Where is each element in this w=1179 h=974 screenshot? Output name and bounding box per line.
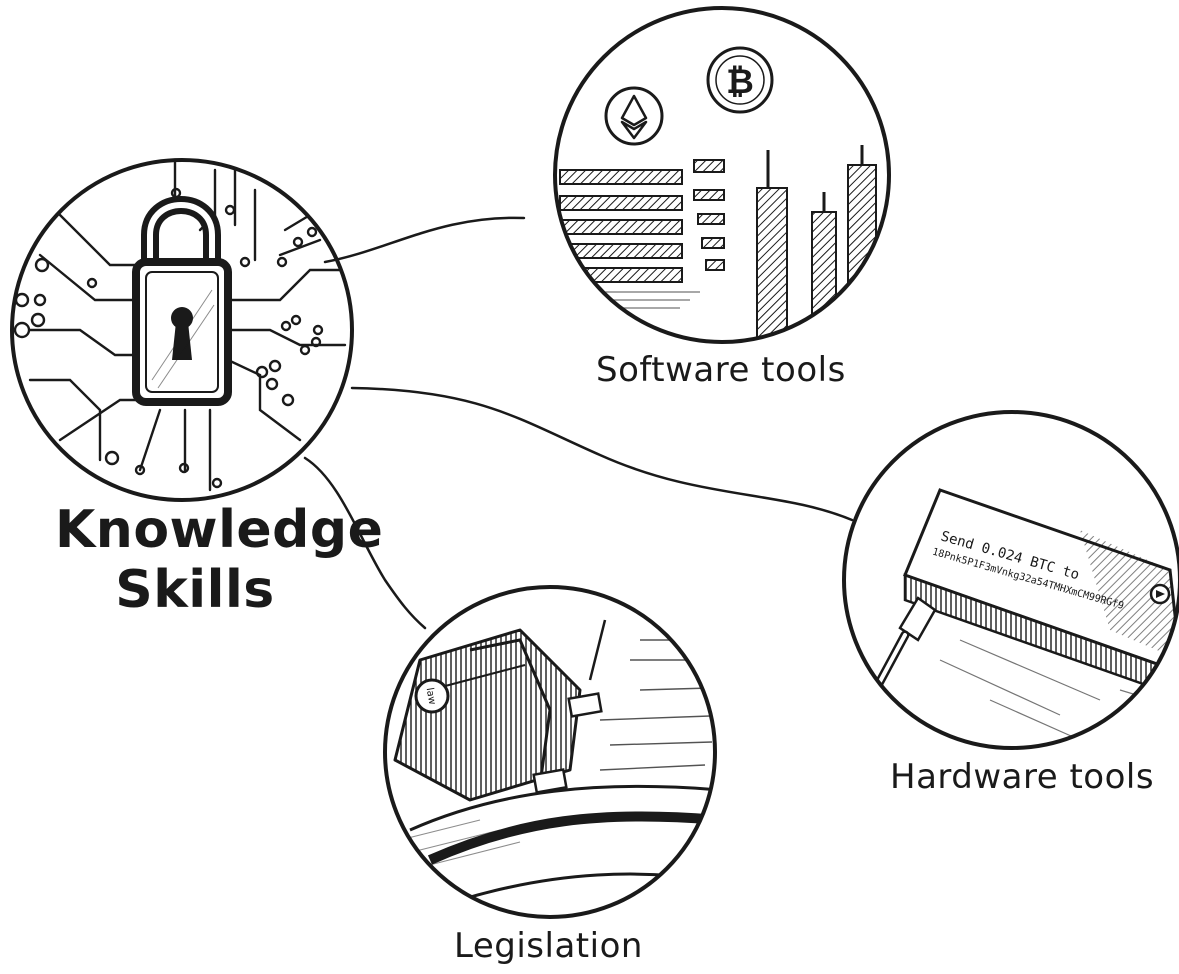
svg-text:₿: ₿ — [726, 62, 754, 102]
crypto-charts-icon: ₿ — [553, 6, 891, 344]
law-padlock-icon: law — [383, 585, 717, 919]
node-label-software: Software tools — [596, 350, 846, 390]
connectors — [303, 216, 854, 630]
hub-title: Knowledge Skills — [55, 500, 384, 620]
node-label-hardware: Hardware tools — [890, 757, 1155, 797]
connector-legislation — [303, 456, 427, 630]
hub-title-line2: Skills — [115, 560, 275, 620]
padlock-circuit-icon — [10, 158, 354, 502]
connector-hardware — [350, 386, 854, 522]
hub-title-line1: Knowledge — [55, 500, 384, 560]
hardware-wallet-icon: Send 0.024 BTC to 18Pnk5P1F3mVnkg32a54TM… — [842, 410, 1179, 750]
node-label-legislation: Legislation — [454, 926, 643, 966]
connector-software — [323, 216, 526, 264]
law-stamp-text: law — [424, 687, 438, 706]
